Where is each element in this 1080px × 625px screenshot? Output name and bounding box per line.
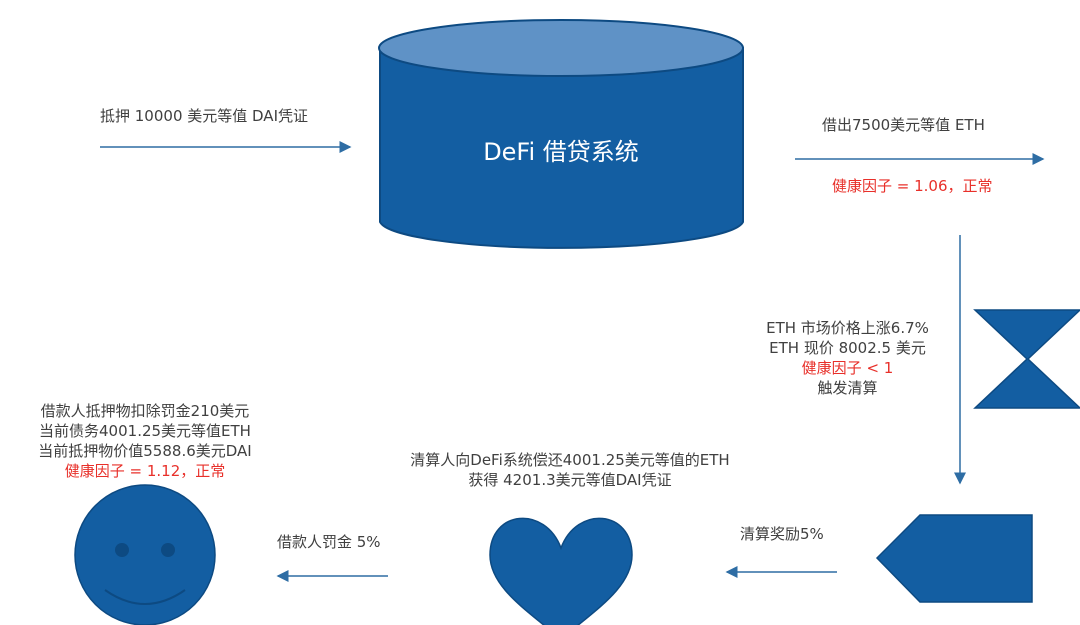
borrower-health-factor: 健康因子 = 1.12，正常 <box>64 462 226 480</box>
current-price: ETH 现价 8002.5 美元 <box>769 339 926 357</box>
heart-icon <box>489 517 633 625</box>
trigger-liquidation: 触发清算 <box>817 379 878 397</box>
borrower-collateral: 当前抵押物价值5588.6美元DAI <box>38 442 252 460</box>
penalty-label: 借款人罚金 5% <box>277 533 381 551</box>
database-cylinder-icon <box>378 19 744 249</box>
borrower-debt: 当前债务4001.25美元等值ETH <box>39 422 251 440</box>
price-rise: ETH 市场价格上涨6.7% <box>766 319 929 337</box>
liquidation-reward-label: 清算奖励5% <box>740 525 824 543</box>
price-event-text: ETH 市场价格上涨6.7% ETH 现价 8002.5 美元 健康因子 < 1… <box>740 318 955 398</box>
smiley-face-icon <box>74 484 216 625</box>
system-label: DeFi 借贷系统 <box>483 138 639 166</box>
pentagon-arrow-icon <box>875 514 1033 603</box>
health-factor-warning: 健康因子 < 1 <box>801 359 894 377</box>
hourglass-icon <box>973 309 1080 409</box>
liquidator-receive: 获得 4201.3美元等值DAI凭证 <box>468 471 672 489</box>
liquidator-text: 清算人向DeFi系统偿还4001.25美元等值的ETH 获得 4201.3美元等… <box>370 450 770 490</box>
borrow-label: 借出7500美元等值 ETH <box>822 116 985 134</box>
deposit-label: 抵押 10000 美元等值 DAI凭证 <box>100 107 308 125</box>
liquidator-repay: 清算人向DeFi系统偿还4001.25美元等值的ETH <box>410 451 730 469</box>
borrow-health-factor: 健康因子 = 1.06，正常 <box>832 177 993 195</box>
borrower-penalty: 借款人抵押物扣除罚金210美元 <box>40 402 250 420</box>
borrower-text: 借款人抵押物扣除罚金210美元 当前债务4001.25美元等值ETH 当前抵押物… <box>5 401 285 481</box>
